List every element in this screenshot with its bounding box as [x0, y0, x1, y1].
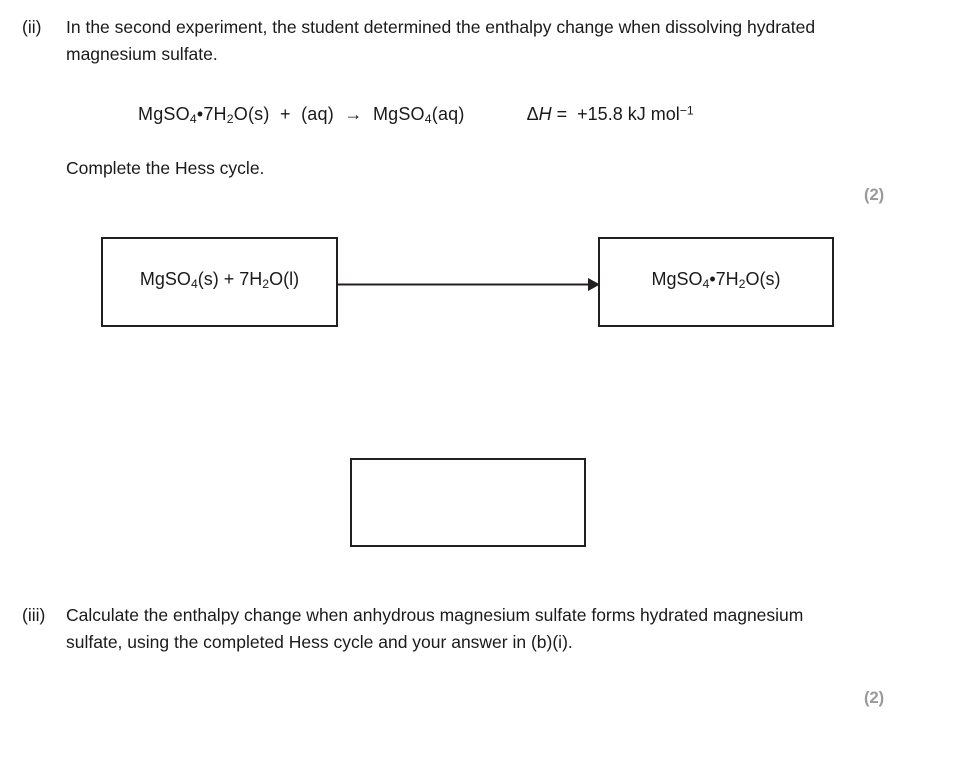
hess-box-anhydrous-label: MgSO4(s) + 7H2O(l) — [140, 267, 299, 296]
left-box-subscript-1: 4 — [190, 277, 198, 292]
hess-box-answer-blank[interactable] — [350, 458, 586, 547]
left-box-state: O(l) — [269, 269, 300, 290]
right-box-subscript-2: 2 — [738, 277, 746, 292]
question-ii-text: In the second experiment, the student de… — [66, 17, 816, 64]
left-box-subscript-2: 2 — [262, 277, 270, 292]
question-iii-text: Calculate the enthalpy change when anhyd… — [66, 605, 804, 652]
delta-symbol: Δ — [526, 103, 539, 124]
hess-box-anhydrous[interactable]: MgSO4(s) + 7H2O(l) — [101, 237, 338, 327]
question-ii-label: (ii) — [22, 17, 42, 37]
hess-box-hydrated[interactable]: MgSO4•7H2O(s) — [598, 237, 834, 327]
hess-box-hydrated-label: MgSO4•7H2O(s) — [652, 267, 781, 296]
equation-reaction: MgSO4•7H2O(s) + (aq) → MgSO4(aq) — [138, 103, 465, 126]
equals-sign: = — [556, 103, 568, 124]
equation-product-state: (aq) — [431, 103, 465, 124]
marks-question-iii: (2) — [864, 689, 885, 707]
equation-reactant-water: 7H — [203, 103, 227, 124]
enthalpy-unit-exponent: −1 — [679, 103, 694, 117]
equation-reactant-formula: MgSO — [138, 103, 190, 124]
question-iii-label: (iii) — [22, 605, 46, 625]
marks-question-ii: (2) — [864, 186, 885, 204]
right-box-state: O(s) — [745, 269, 781, 290]
right-box-middot: • — [709, 269, 716, 290]
right-box-formula: MgSO — [651, 269, 703, 290]
right-box-subscript-1: 4 — [702, 277, 710, 292]
left-box-middle: (s) + 7H — [197, 269, 263, 290]
equation-arrow: → — [344, 103, 363, 124]
equation-enthalpy: ΔH = +15.8 kJ mol−1 — [526, 103, 694, 124]
question-iii: (iii) Calculate the enthalpy change when… — [22, 602, 902, 656]
left-box-formula: MgSO — [139, 269, 191, 290]
equation-product-formula: MgSO — [372, 103, 425, 124]
equation-middot: • — [196, 103, 204, 124]
enthalpy-value: +15.8 — [577, 103, 623, 124]
hess-cycle-instruction: Complete the Hess cycle. — [66, 158, 265, 178]
equation-aqueous: (aq) — [301, 103, 334, 124]
question-ii: (ii) In the second experiment, the stude… — [22, 14, 902, 68]
hess-arrow-left-to-right — [338, 278, 600, 291]
arrow-head — [588, 278, 600, 291]
right-box-water: 7H — [715, 269, 739, 290]
chemical-equation: MgSO4•7H2O(s) + (aq) → MgSO4(aq)ΔH = +15… — [138, 96, 694, 133]
enthalpy-unit: kJ mol — [627, 103, 680, 124]
enthalpy-symbol: H — [538, 103, 552, 124]
equation-reactant-subscript: 4 — [189, 111, 197, 126]
equation-plus-sign: + — [279, 103, 291, 124]
equation-product-subscript: 4 — [424, 111, 432, 126]
equation-reactant-state: O(s) — [233, 103, 270, 124]
equation-water-subscript: 2 — [226, 111, 234, 126]
